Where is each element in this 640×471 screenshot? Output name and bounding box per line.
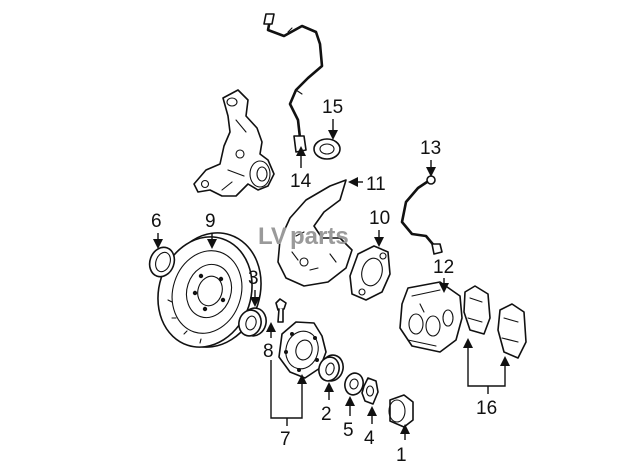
callout-11: 11: [366, 174, 386, 195]
callout-10: 10: [369, 208, 390, 229]
seal-ring: [313, 138, 341, 160]
brake-rotor: [157, 232, 262, 348]
brake-pads: [463, 285, 527, 359]
callout-4: 4: [364, 428, 375, 449]
watermark-mark: LV: [258, 223, 287, 250]
watermark-text: parts: [290, 223, 349, 250]
callout-16: 16: [476, 398, 497, 419]
callout-8: 8: [263, 341, 274, 362]
outer-bearing: [318, 354, 344, 382]
washer: [344, 372, 364, 396]
dust-cap: [388, 394, 414, 428]
callout-2: 2: [321, 404, 332, 425]
callout-7: 7: [280, 429, 291, 450]
callout-12: 12: [433, 257, 454, 278]
callout-15: 15: [322, 97, 343, 118]
callout-5: 5: [343, 420, 354, 441]
callout-1: 1: [396, 445, 407, 466]
callout-14: 14: [290, 171, 312, 192]
brake-hose: [400, 175, 443, 255]
leader-lines: [153, 119, 510, 440]
callout-3: 3: [248, 268, 259, 289]
watermark: LV parts: [258, 223, 349, 250]
wheel-stud: [275, 298, 287, 323]
callout-13: 13: [420, 138, 441, 159]
callout-labels: 1 2 3 4 5 6 7 8 9 10 11 12 13 14 15 16: [151, 97, 497, 466]
callout-9: 9: [205, 211, 216, 232]
brake-caliper: [399, 281, 463, 353]
caliper-bracket: [349, 245, 391, 301]
inner-bearing: [238, 307, 267, 337]
splash-shield: [277, 179, 353, 287]
steering-knuckle: [193, 89, 275, 197]
abs-sensor: [263, 13, 324, 153]
grease-seal: [148, 246, 176, 278]
callout-6: 6: [151, 211, 162, 232]
lock-nut: [361, 377, 379, 405]
